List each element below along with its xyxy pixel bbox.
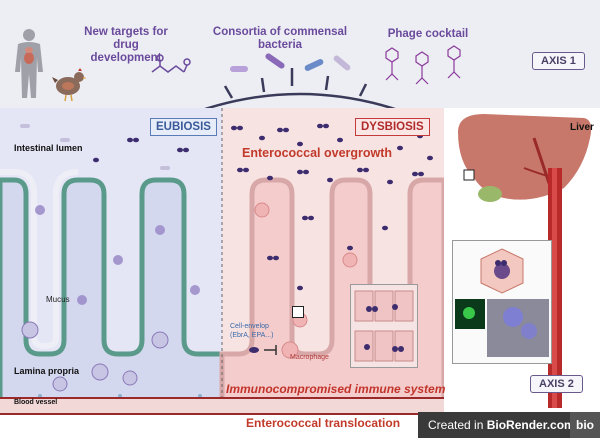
liver-zoom-panel	[452, 240, 552, 364]
zoom-marker	[292, 306, 304, 318]
cell-envelop-label: Cell-envelop (EbrA, EPA...)	[230, 323, 274, 339]
immunocompromised-label: Immunocompromised immune system	[226, 382, 446, 396]
lamina-propria-label: Lamina propria	[14, 366, 80, 376]
axis-2-badge: AXIS 2	[530, 375, 583, 393]
overgrowth-title: Enterococcal overgrowth	[242, 146, 393, 160]
blood-vessel-label: Blood vessel	[14, 399, 58, 406]
dysbiosis-badge: DYSBIOSIS	[355, 118, 430, 136]
new-targets-label: New targets for drug development	[84, 26, 168, 64]
liver-label: Liver	[570, 122, 594, 133]
intestinal-villi	[0, 169, 444, 400]
hepatocyte-icon	[455, 248, 549, 357]
phage-label: Phage cocktail	[387, 28, 469, 40]
enterococci-cluster	[20, 123, 433, 291]
consortia-label: Consortia of commensal bacteria	[212, 26, 348, 51]
eubiosis-badge: EUBIOSIS	[150, 118, 217, 136]
divider-line	[221, 108, 223, 400]
bio-logo: bio	[570, 412, 600, 438]
macrophage-label: Macrophage	[290, 354, 329, 361]
axis-1-badge: AXIS 1	[532, 52, 585, 70]
rod-bacteria-icon	[230, 53, 351, 72]
epithelial-cells-icon	[354, 290, 414, 362]
human-body-icon	[15, 29, 43, 98]
molecule-icon	[151, 54, 191, 73]
biorender-brand: BioRender.com	[486, 418, 575, 432]
macrophage-icon	[249, 341, 299, 359]
blood-vessel	[0, 397, 444, 415]
phage-icon	[385, 45, 461, 85]
epithelium-zoom-panel	[350, 284, 418, 368]
created-in-text: Created in	[428, 418, 487, 432]
biorender-credit[interactable]: Created in BioRender.com bio	[418, 412, 600, 438]
mucus-label: Mucus	[46, 295, 70, 304]
translocation-label: Enterococcal translocation	[246, 416, 401, 430]
top-band	[0, 0, 600, 108]
intestinal-lumen-label: Intestinal lumen	[14, 143, 83, 153]
chicken-icon	[52, 68, 86, 102]
